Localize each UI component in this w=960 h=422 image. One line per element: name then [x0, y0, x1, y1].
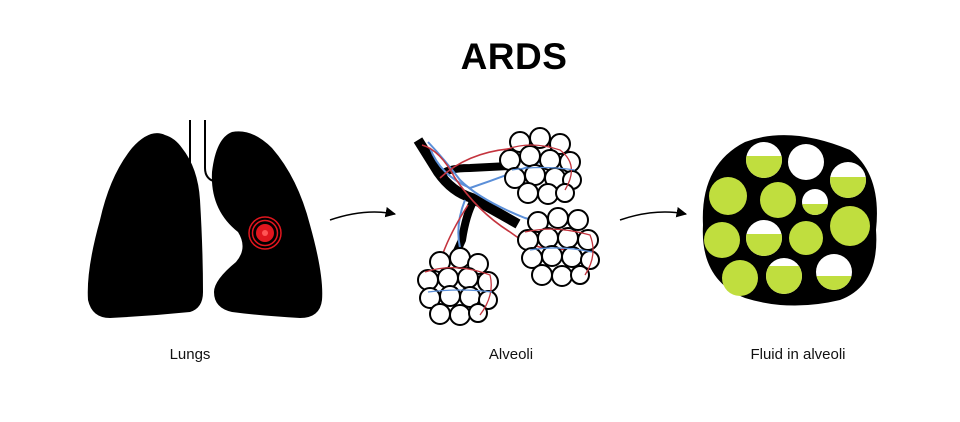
- caption-alveoli: Alveoli: [488, 346, 534, 363]
- caption-fluid: Fluid in alveoli: [750, 346, 846, 363]
- left-lung: [87, 133, 203, 318]
- diagram-title: ARDS: [460, 36, 568, 77]
- inflammation-icon: [248, 216, 282, 250]
- caption-lungs: Lungs: [169, 346, 211, 363]
